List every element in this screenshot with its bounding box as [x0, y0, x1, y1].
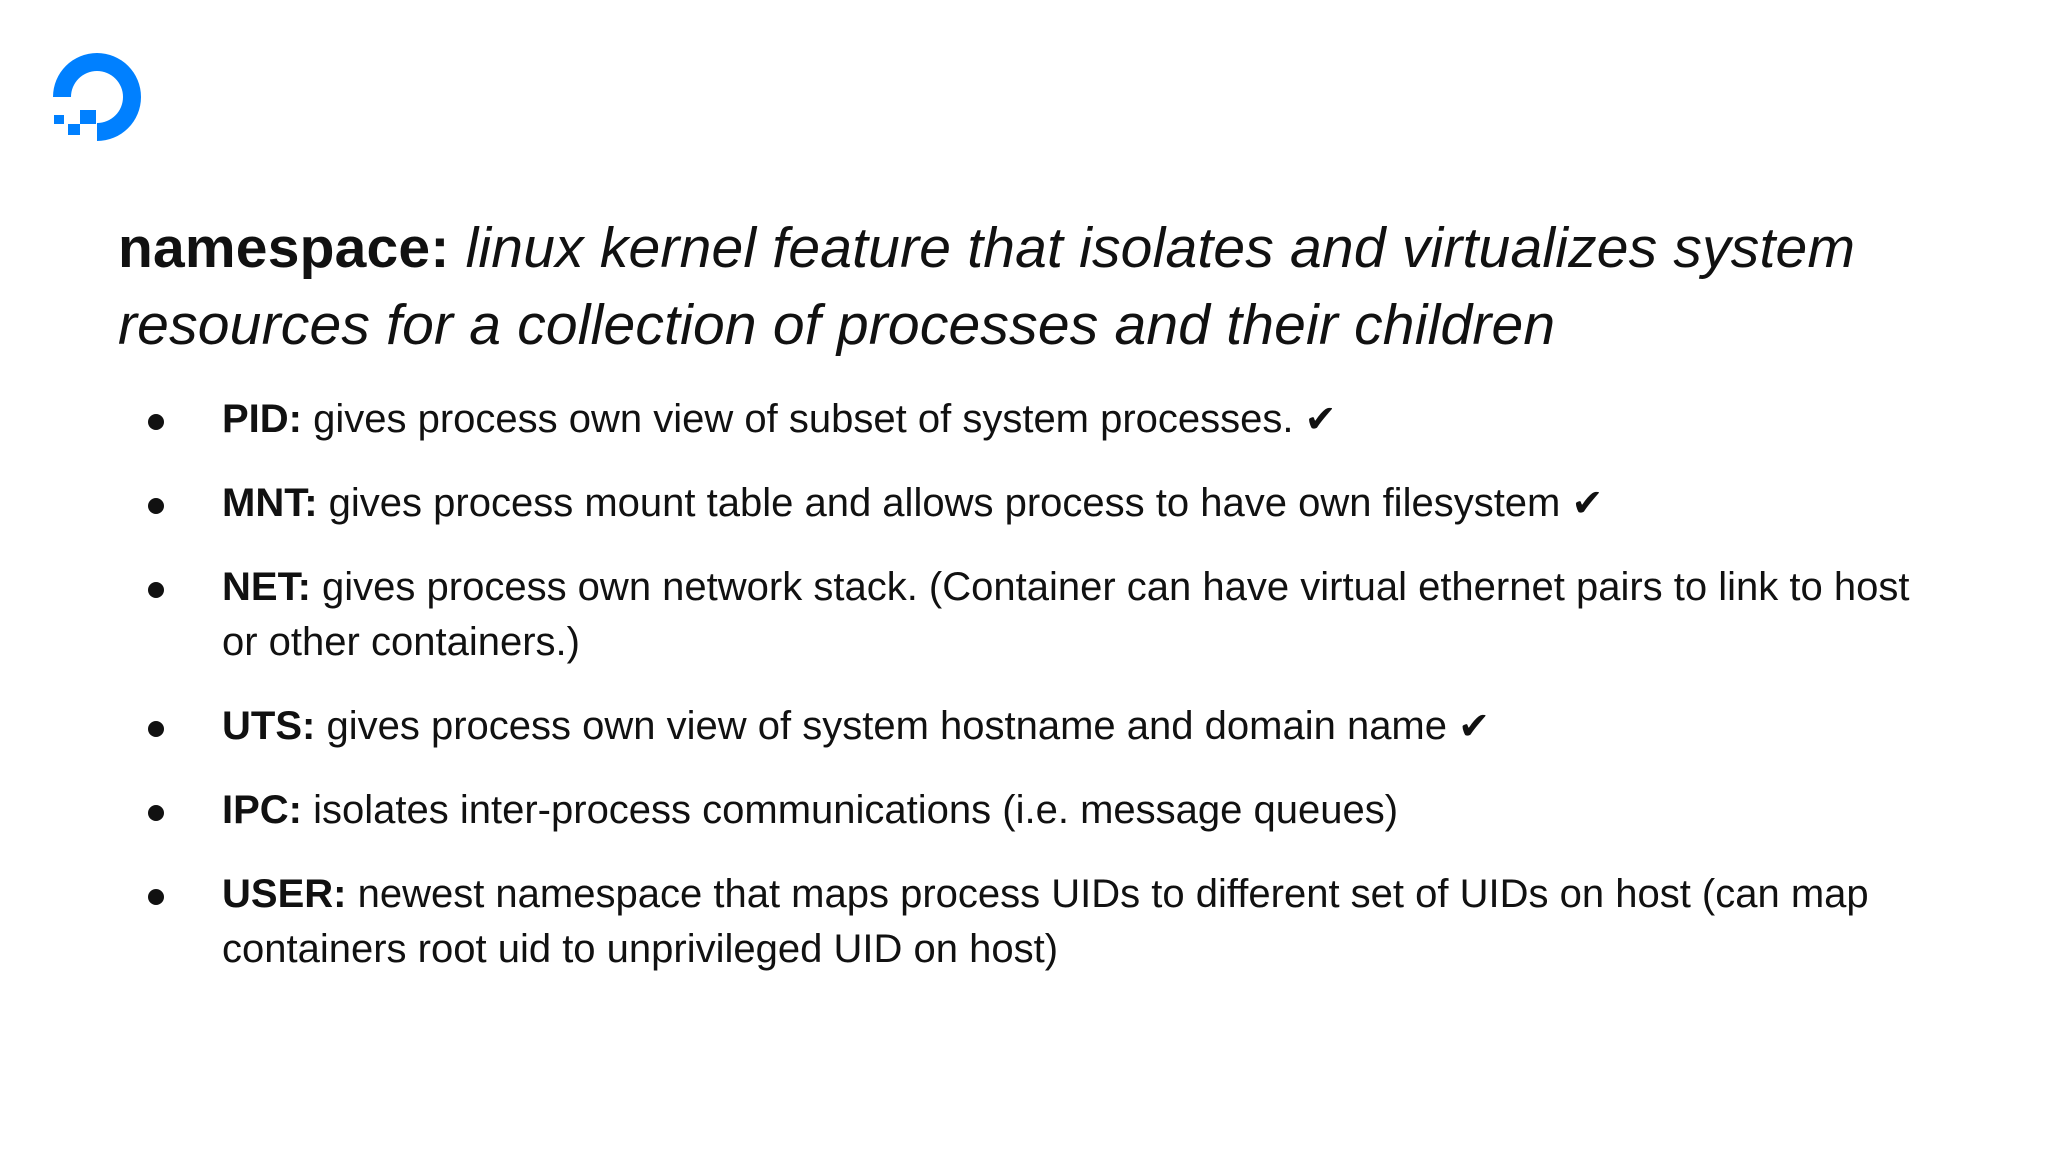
item-label: USER: — [222, 872, 347, 916]
item-text: gives process own network stack. (Contai… — [222, 565, 1910, 664]
list-item-uts: UTS: gives process own view of system ho… — [140, 699, 1920, 754]
list-item-ipc: IPC: isolates inter-process communicatio… — [140, 783, 1920, 838]
slide-title: namespace: linux kernel feature that iso… — [118, 210, 1958, 364]
list-item-user: USER: newest namespace that maps process… — [140, 867, 1920, 977]
item-text: newest namespace that maps process UIDs … — [222, 872, 1869, 971]
bullet-dot-icon — [148, 498, 164, 514]
item-label: UTS: — [222, 704, 316, 748]
item-text: gives process mount table and allows pro… — [328, 481, 1561, 525]
list-item-pid: PID: gives process own view of subset of… — [140, 392, 1920, 447]
bullet-dot-icon — [148, 805, 164, 821]
checkmark-icon: ✔ — [1458, 704, 1490, 748]
item-label: MNT: — [222, 481, 318, 525]
checkmark-icon: ✔ — [1304, 397, 1337, 441]
item-label: IPC: — [222, 788, 302, 832]
namespace-list: PID: gives process own view of subset of… — [140, 392, 1920, 1006]
checkmark-icon: ✔ — [1571, 481, 1604, 525]
item-text: gives process own view of system hostnam… — [326, 704, 1447, 748]
bullet-dot-icon — [148, 889, 164, 905]
bullet-dot-icon — [148, 414, 164, 430]
bullet-dot-icon — [148, 721, 164, 737]
bullet-dot-icon — [148, 582, 164, 598]
title-definition: linux kernel feature that isolates and v… — [118, 216, 1856, 357]
item-label: NET: — [222, 565, 311, 609]
title-term: namespace: — [118, 216, 450, 280]
item-text: isolates inter-process communications (i… — [313, 788, 1399, 832]
list-item-mnt: MNT: gives process mount table and allow… — [140, 476, 1920, 531]
list-item-net: NET: gives process own network stack. (C… — [140, 560, 1920, 670]
item-label: PID: — [222, 397, 302, 441]
item-text: gives process own view of subset of syst… — [313, 397, 1294, 441]
digitalocean-logo-icon — [48, 48, 146, 146]
